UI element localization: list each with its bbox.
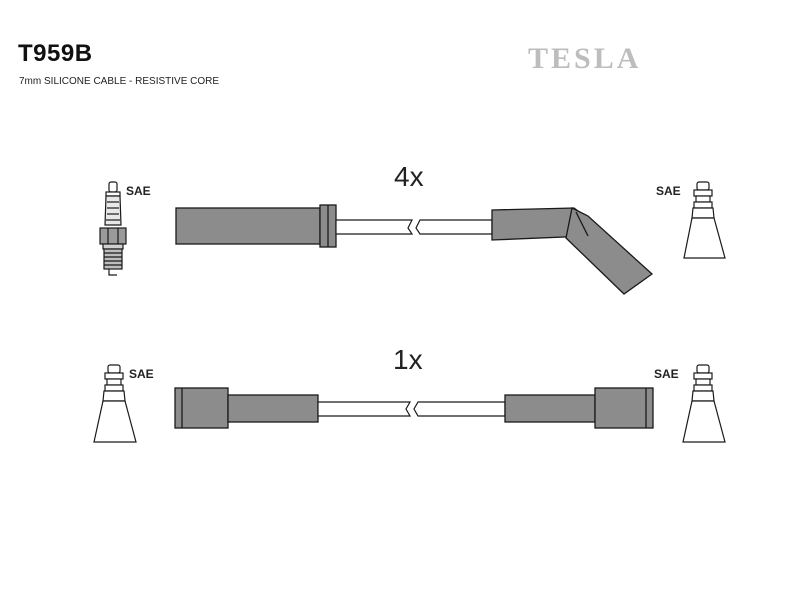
connector-cap-icon (683, 181, 726, 259)
angled-boot-top (491, 207, 654, 295)
spark-plug-icon (99, 181, 127, 276)
cable-bottom (317, 401, 506, 417)
brand-logo: TESLA (528, 42, 642, 75)
connector-cap-icon (682, 364, 726, 443)
quantity-top: 4x (394, 161, 424, 192)
sae-label-top-left: SAE (126, 184, 151, 198)
part-number: T959B (18, 40, 93, 67)
sae-label-bottom-right: SAE (654, 367, 679, 381)
cable-top (335, 219, 493, 235)
quantity-bottom: 1x (393, 344, 423, 375)
sae-label-top-right: SAE (656, 184, 681, 198)
straight-boot-bottom-right (504, 387, 654, 429)
cable-spec: 7mm SILICONE CABLE - RESISTIVE CORE (19, 76, 220, 87)
connector-cap-icon (93, 364, 137, 443)
sae-label-bottom-left: SAE (129, 367, 154, 381)
straight-boot-top (175, 204, 337, 248)
straight-boot-bottom-left (174, 387, 319, 429)
